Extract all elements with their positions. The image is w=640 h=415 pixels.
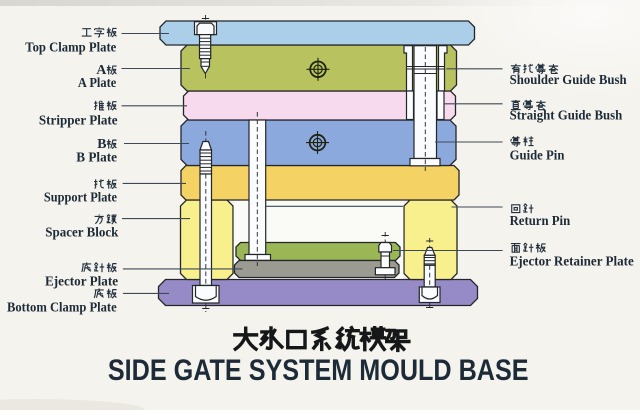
svg-text:Straight Guide Bush: Straight Guide Bush	[510, 108, 623, 123]
svg-text:SIDE GATE SYSTEM MOULD BASE: SIDE GATE SYSTEM MOULD BASE	[108, 354, 529, 387]
svg-text:A: A	[96, 62, 106, 77]
svg-text:Support Plate: Support Plate	[44, 189, 117, 204]
svg-text:Stripper Plate: Stripper Plate	[39, 113, 118, 128]
svg-text:Spacer Block: Spacer Block	[45, 225, 118, 240]
svg-text:Guide Pin: Guide Pin	[510, 148, 565, 163]
svg-text:Top Clamp Plate: Top Clamp Plate	[25, 40, 116, 55]
svg-text:Return Pin: Return Pin	[510, 213, 571, 228]
svg-text:Ejector Plate: Ejector Plate	[45, 274, 118, 289]
svg-text:A Plate: A Plate	[78, 75, 116, 90]
svg-text:Ejector Retainer Plate: Ejector Retainer Plate	[510, 253, 634, 268]
svg-text:Shoulder Guide Bush: Shoulder Guide Bush	[510, 72, 627, 87]
svg-text:B: B	[97, 136, 106, 151]
svg-text:B Plate: B Plate	[76, 149, 117, 164]
svg-text:Bottom Clamp Plate: Bottom Clamp Plate	[7, 300, 117, 315]
